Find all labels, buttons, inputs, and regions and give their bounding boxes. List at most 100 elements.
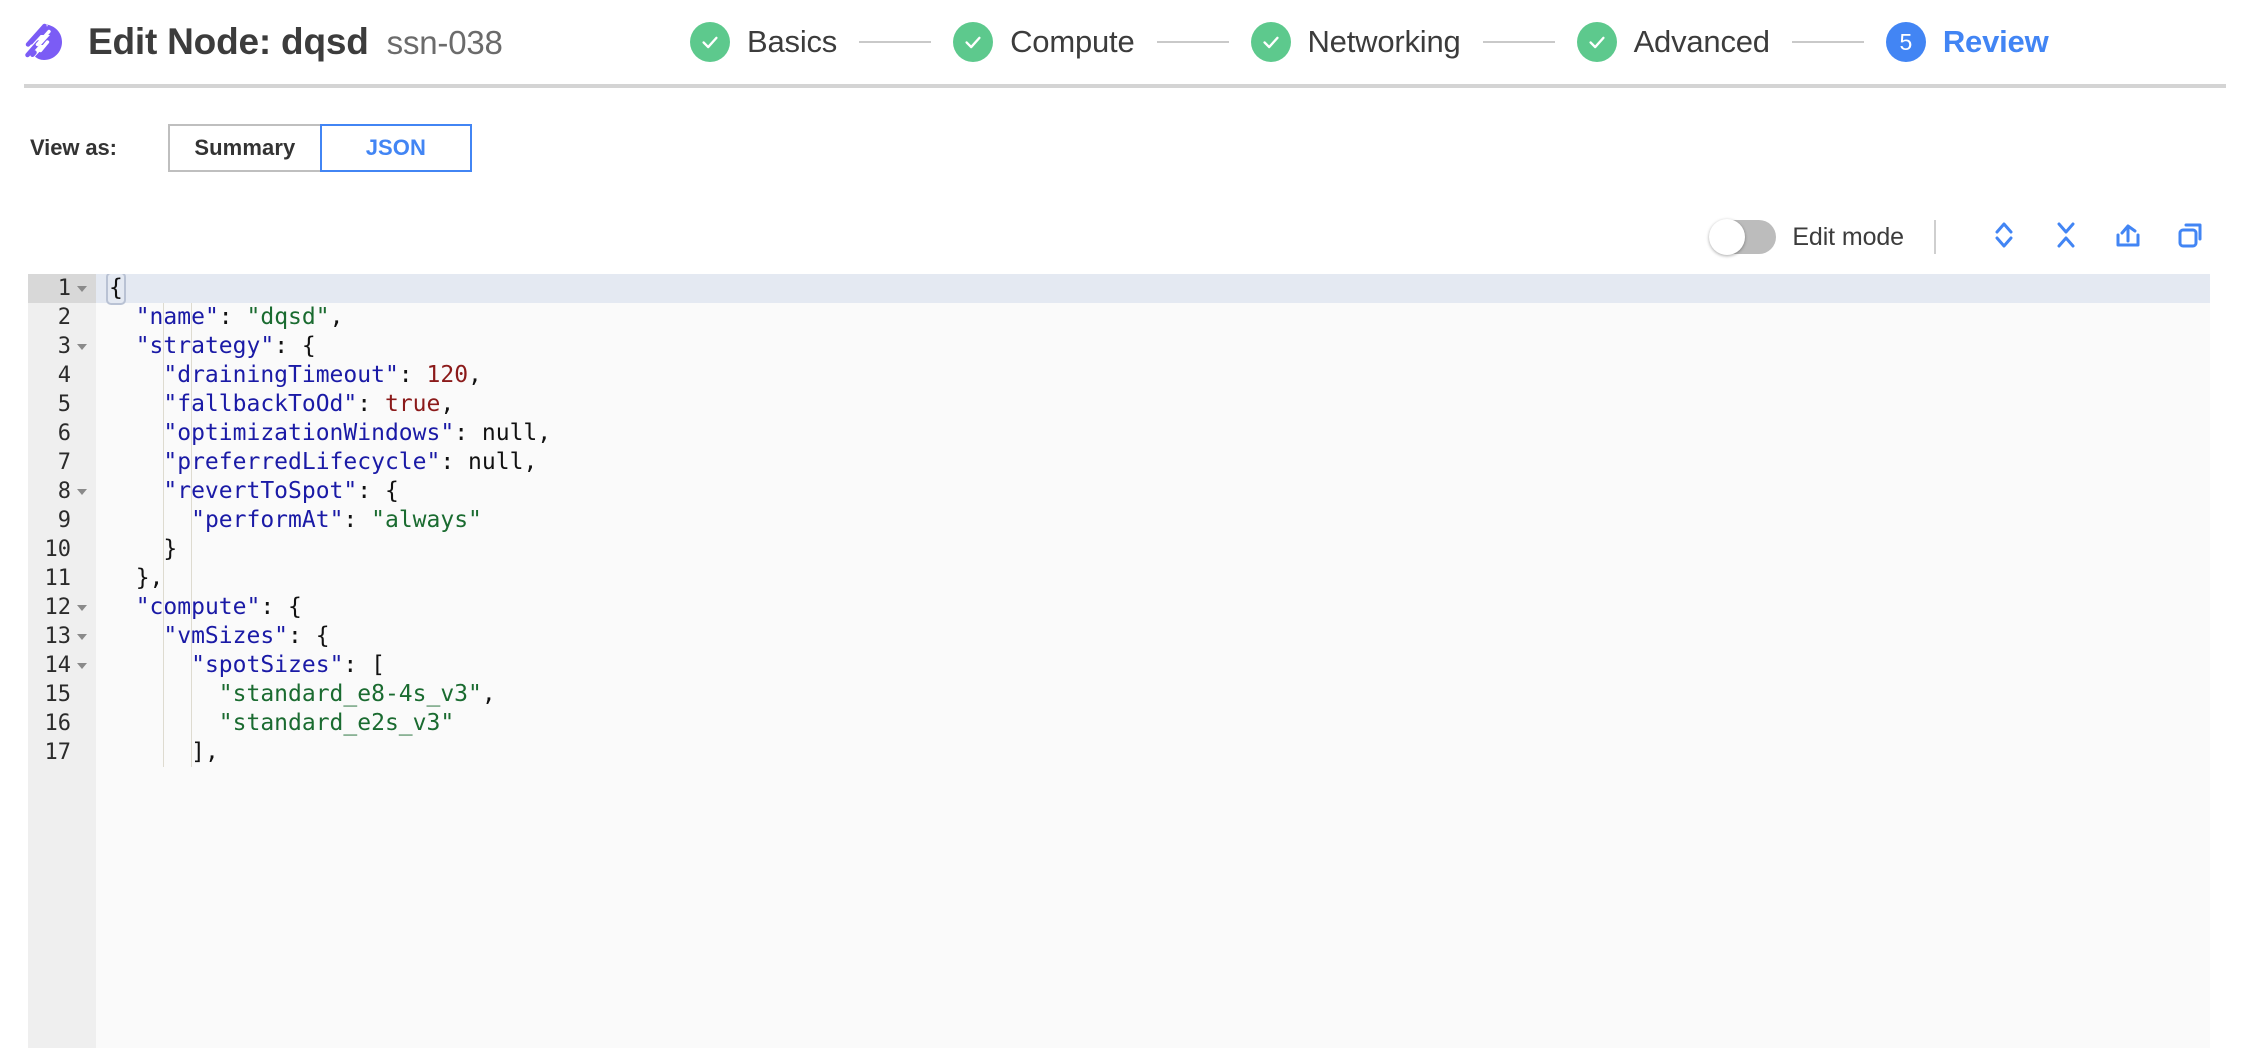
wizard-step-compute[interactable]: Compute — [953, 22, 1135, 62]
editor-line-number: 3 — [28, 332, 96, 361]
code-token-str: "always" — [371, 507, 482, 533]
page-title-main: Edit Node: dqsd — [88, 21, 369, 62]
code-indent — [108, 535, 163, 564]
code-token-punc: : — [357, 391, 385, 417]
editor-code-area[interactable]: { "name": "dqsd", "strategy": { "drainin… — [96, 274, 2210, 1048]
view-as-json-button[interactable]: JSON — [319, 124, 472, 172]
step-connector — [1156, 41, 1229, 43]
editor-code-line: { — [96, 274, 2210, 305]
code-token-key: "drainingTimeout" — [163, 362, 399, 388]
editor-code-line: "fallbackToOd": true, — [96, 390, 2210, 419]
editor-line-number: 17 — [28, 738, 96, 767]
code-indent — [108, 448, 163, 477]
export-button[interactable] — [2108, 217, 2148, 257]
editor-line-number: 11 — [28, 564, 96, 593]
step-status-check-icon — [1250, 22, 1291, 62]
page-title: Edit Node: dqsd ssn-038 — [88, 21, 503, 63]
wizard-step-advanced[interactable]: Advanced — [1576, 22, 1770, 62]
view-as-label: View as: — [30, 135, 117, 160]
edit-mode-toggle[interactable] — [1709, 219, 1777, 255]
expand-all-icon — [1991, 218, 2017, 257]
code-token-key: "vmSizes" — [163, 623, 289, 649]
code-token-punc: } — [163, 536, 178, 562]
code-token-key: "fallbackToOd" — [163, 391, 358, 417]
wizard-step-label: Basics — [747, 24, 838, 59]
editor-line-number: 12 — [28, 593, 96, 622]
spot-logo-icon — [22, 20, 66, 64]
code-token-key: "preferredLifecycle" — [163, 449, 441, 475]
code-indent — [108, 303, 136, 332]
code-indent — [108, 506, 191, 535]
line-number-value: 8 — [57, 478, 71, 504]
indent-guide — [190, 274, 192, 767]
editor-line-number: 2 — [28, 303, 96, 332]
editor-code-line: ], — [96, 738, 2210, 767]
code-indent — [108, 332, 136, 361]
copy-icon — [2174, 219, 2206, 256]
export-icon — [2112, 219, 2144, 256]
wizard-stepper: Basics Compute Networking Advanced — [690, 0, 2049, 84]
code-indent — [108, 361, 163, 390]
editor-code-line: "revertToSpot": { — [96, 477, 2210, 506]
copy-button[interactable] — [2170, 217, 2210, 257]
fold-toggle-icon[interactable] — [74, 632, 90, 642]
fold-toggle-icon[interactable] — [74, 487, 90, 497]
editor-line-number: 13 — [28, 622, 96, 651]
code-token-punc: : { — [274, 333, 316, 359]
code-indent — [108, 593, 136, 622]
header-divider — [24, 84, 2226, 88]
step-status-check-icon — [953, 22, 994, 62]
toggle-knob — [1709, 219, 1746, 255]
expand-all-button[interactable] — [1984, 217, 2024, 257]
code-token-punc: , — [440, 391, 455, 417]
view-as-summary-button[interactable]: Summary — [167, 124, 320, 172]
fold-toggle-icon[interactable] — [74, 342, 90, 352]
collapse-all-button[interactable] — [2046, 217, 2086, 257]
view-as-row: View as: Summary JSON — [0, 124, 2250, 172]
editor-code-line: "standard_e2s_v3" — [96, 709, 2210, 738]
wizard-step-basics[interactable]: Basics — [690, 22, 837, 62]
code-token-punc: , — [481, 681, 496, 707]
editor-line-number: 5 — [28, 390, 96, 419]
code-indent — [108, 709, 219, 738]
code-token-bool: true — [384, 391, 441, 417]
code-token-punc: : { — [357, 478, 399, 504]
code-token-punc: : — [440, 449, 469, 475]
step-number-badge: 5 — [1885, 22, 1926, 62]
line-number-value: 7 — [57, 449, 71, 475]
view-as-segmented-control: Summary JSON — [167, 124, 472, 172]
code-token-punc: : { — [288, 623, 330, 649]
wizard-step-review[interactable]: 5 Review — [1885, 22, 2049, 62]
line-number-value: 13 — [44, 623, 72, 649]
wizard-step-networking[interactable]: Networking — [1250, 22, 1461, 62]
page-header: Edit Node: dqsd ssn-038 Basics Compute N… — [0, 0, 2250, 84]
editor-line-number: 4 — [28, 361, 96, 390]
editor-line-number: 7 — [28, 448, 96, 477]
step-status-check-icon — [1576, 22, 1617, 62]
line-number-value: 17 — [44, 739, 72, 765]
code-token-key: "strategy" — [135, 333, 275, 359]
code-token-punc: { — [106, 274, 126, 305]
fold-toggle-icon[interactable] — [74, 661, 90, 671]
code-token-key: "revertToSpot" — [163, 478, 358, 504]
code-token-null: null — [481, 420, 538, 446]
step-connector — [1482, 41, 1555, 43]
code-token-punc: : — [218, 304, 247, 330]
fold-toggle-icon[interactable] — [74, 284, 90, 294]
line-number-value: 6 — [57, 420, 71, 446]
code-indent — [108, 477, 163, 506]
editor-code-line: "preferredLifecycle": null, — [96, 448, 2210, 477]
fold-toggle-icon[interactable] — [74, 603, 90, 613]
code-token-punc: : — [454, 420, 482, 446]
code-token-punc: , — [523, 449, 538, 475]
code-token-punc: , — [329, 304, 344, 330]
editor-code-line: }, — [96, 564, 2210, 593]
wizard-step-label: Advanced — [1633, 24, 1770, 59]
line-number-value: 10 — [44, 536, 72, 562]
editor-code-line: } — [96, 535, 2210, 564]
code-token-punc: , — [468, 362, 482, 388]
code-token-punc: , — [537, 420, 552, 446]
code-token-str: "standard_e2s_v3" — [218, 710, 455, 736]
code-token-punc: : — [398, 362, 427, 388]
